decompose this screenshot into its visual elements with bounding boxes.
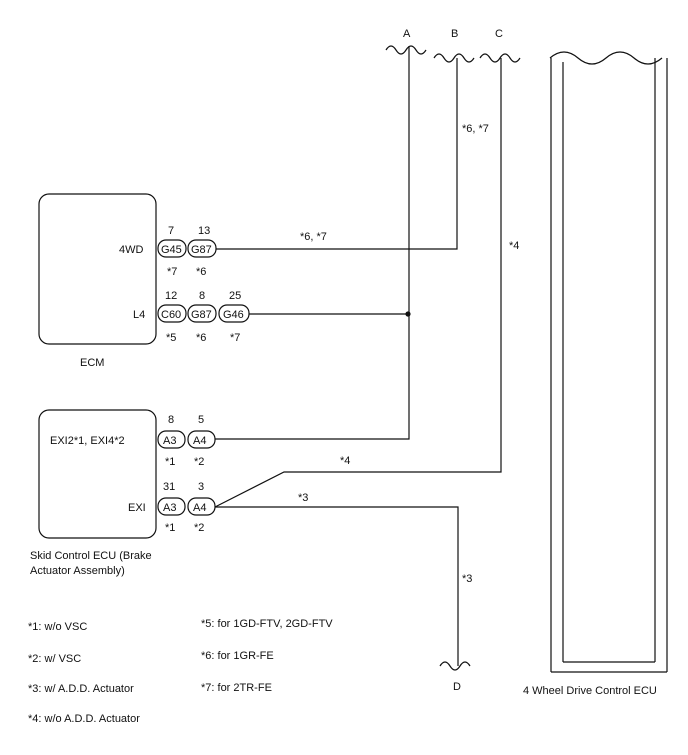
junction-dot — [405, 311, 411, 317]
pin-number: 3 — [198, 481, 204, 493]
break-mark-4wd-ecu — [549, 51, 663, 65]
column-label-c: C — [495, 28, 503, 40]
wire-b — [216, 58, 458, 250]
footnote: *4: w/o A.D.D. Actuator — [28, 713, 140, 725]
connector-code: A3 — [163, 502, 176, 514]
wire-d — [215, 506, 459, 666]
break-marks-top — [385, 45, 663, 65]
connector-note: *1 — [165, 522, 175, 534]
connector-code: C60 — [161, 309, 181, 321]
pin-number: 8 — [199, 290, 205, 302]
ecm-pin-l4-label: L4 — [133, 309, 145, 321]
wire-note: *4 — [340, 455, 350, 467]
wire-note: *6, *7 — [300, 231, 327, 243]
connector-a3 — [157, 497, 186, 516]
ecm-pin-4wd-label: 4WD — [119, 244, 144, 256]
skid-control-ecu-box — [38, 409, 157, 539]
wire-note: *3 — [298, 492, 308, 504]
column-label-b: B — [451, 28, 458, 40]
pin-number: 7 — [168, 225, 174, 237]
connector-code: G45 — [161, 244, 182, 256]
connector-code: G87 — [191, 244, 212, 256]
connector-g87 — [187, 304, 217, 323]
wire-a — [215, 46, 410, 440]
connector-note: *6 — [196, 266, 206, 278]
pin-number: 8 — [168, 414, 174, 426]
wires — [214, 46, 502, 666]
connector-note: *5 — [166, 332, 176, 344]
connector-g45 — [157, 239, 187, 258]
skid-pin-exi-label: EXI — [128, 502, 146, 514]
connector-note: *7 — [167, 266, 177, 278]
connector-a3 — [157, 430, 186, 449]
footnote: *5: for 1GD-FTV, 2GD-FTV — [201, 618, 333, 630]
connector-code: A4 — [193, 435, 206, 447]
break-mark-a — [385, 45, 427, 55]
skid-control-ecu-label-line1: Skid Control ECU (Brake — [30, 550, 152, 562]
footnote: *2: w/ VSC — [28, 653, 81, 665]
four-wd-ecu — [550, 58, 668, 673]
four-wd-ecu-label: 4 Wheel Drive Control ECU — [523, 685, 657, 697]
column-label-d: D — [453, 681, 461, 693]
connector-note: *2 — [194, 522, 204, 534]
connector-note: *6 — [196, 332, 206, 344]
connector-code: G87 — [191, 309, 212, 321]
connector-code: G46 — [223, 309, 244, 321]
skid-control-ecu-label-line2: Actuator Assembly) — [30, 565, 125, 577]
footnote: *1: w/o VSC — [28, 621, 87, 633]
wire-note: *4 — [509, 240, 519, 252]
ecm-box — [38, 193, 157, 345]
skid-pin-exi2-label: EXI2*1, EXI4*2 — [50, 435, 125, 447]
pin-number: 25 — [229, 290, 241, 302]
connector-code: A3 — [163, 435, 176, 447]
break-mark-c — [479, 53, 521, 63]
pin-number: 13 — [198, 225, 210, 237]
wire-c — [214, 58, 502, 508]
connector-note: *7 — [230, 332, 240, 344]
column-label-a: A — [403, 28, 411, 40]
wire-note: *3 — [462, 573, 472, 585]
footnote: *7: for 2TR-FE — [201, 682, 272, 694]
break-mark-b — [433, 53, 475, 63]
connector-note: *2 — [194, 456, 204, 468]
pin-number: 5 — [198, 414, 204, 426]
pin-number: 31 — [163, 481, 175, 493]
connector-note: *1 — [165, 456, 175, 468]
break-mark-d — [439, 661, 471, 671]
ecm-label: ECM — [80, 357, 104, 369]
footnote: *3: w/ A.D.D. Actuator — [28, 683, 134, 695]
wire-note: *6, *7 — [462, 123, 489, 135]
connector-code: A4 — [193, 502, 206, 514]
pin-number: 12 — [165, 290, 177, 302]
footnote: *6: for 1GR-FE — [201, 650, 274, 662]
connector-c60 — [157, 304, 187, 323]
